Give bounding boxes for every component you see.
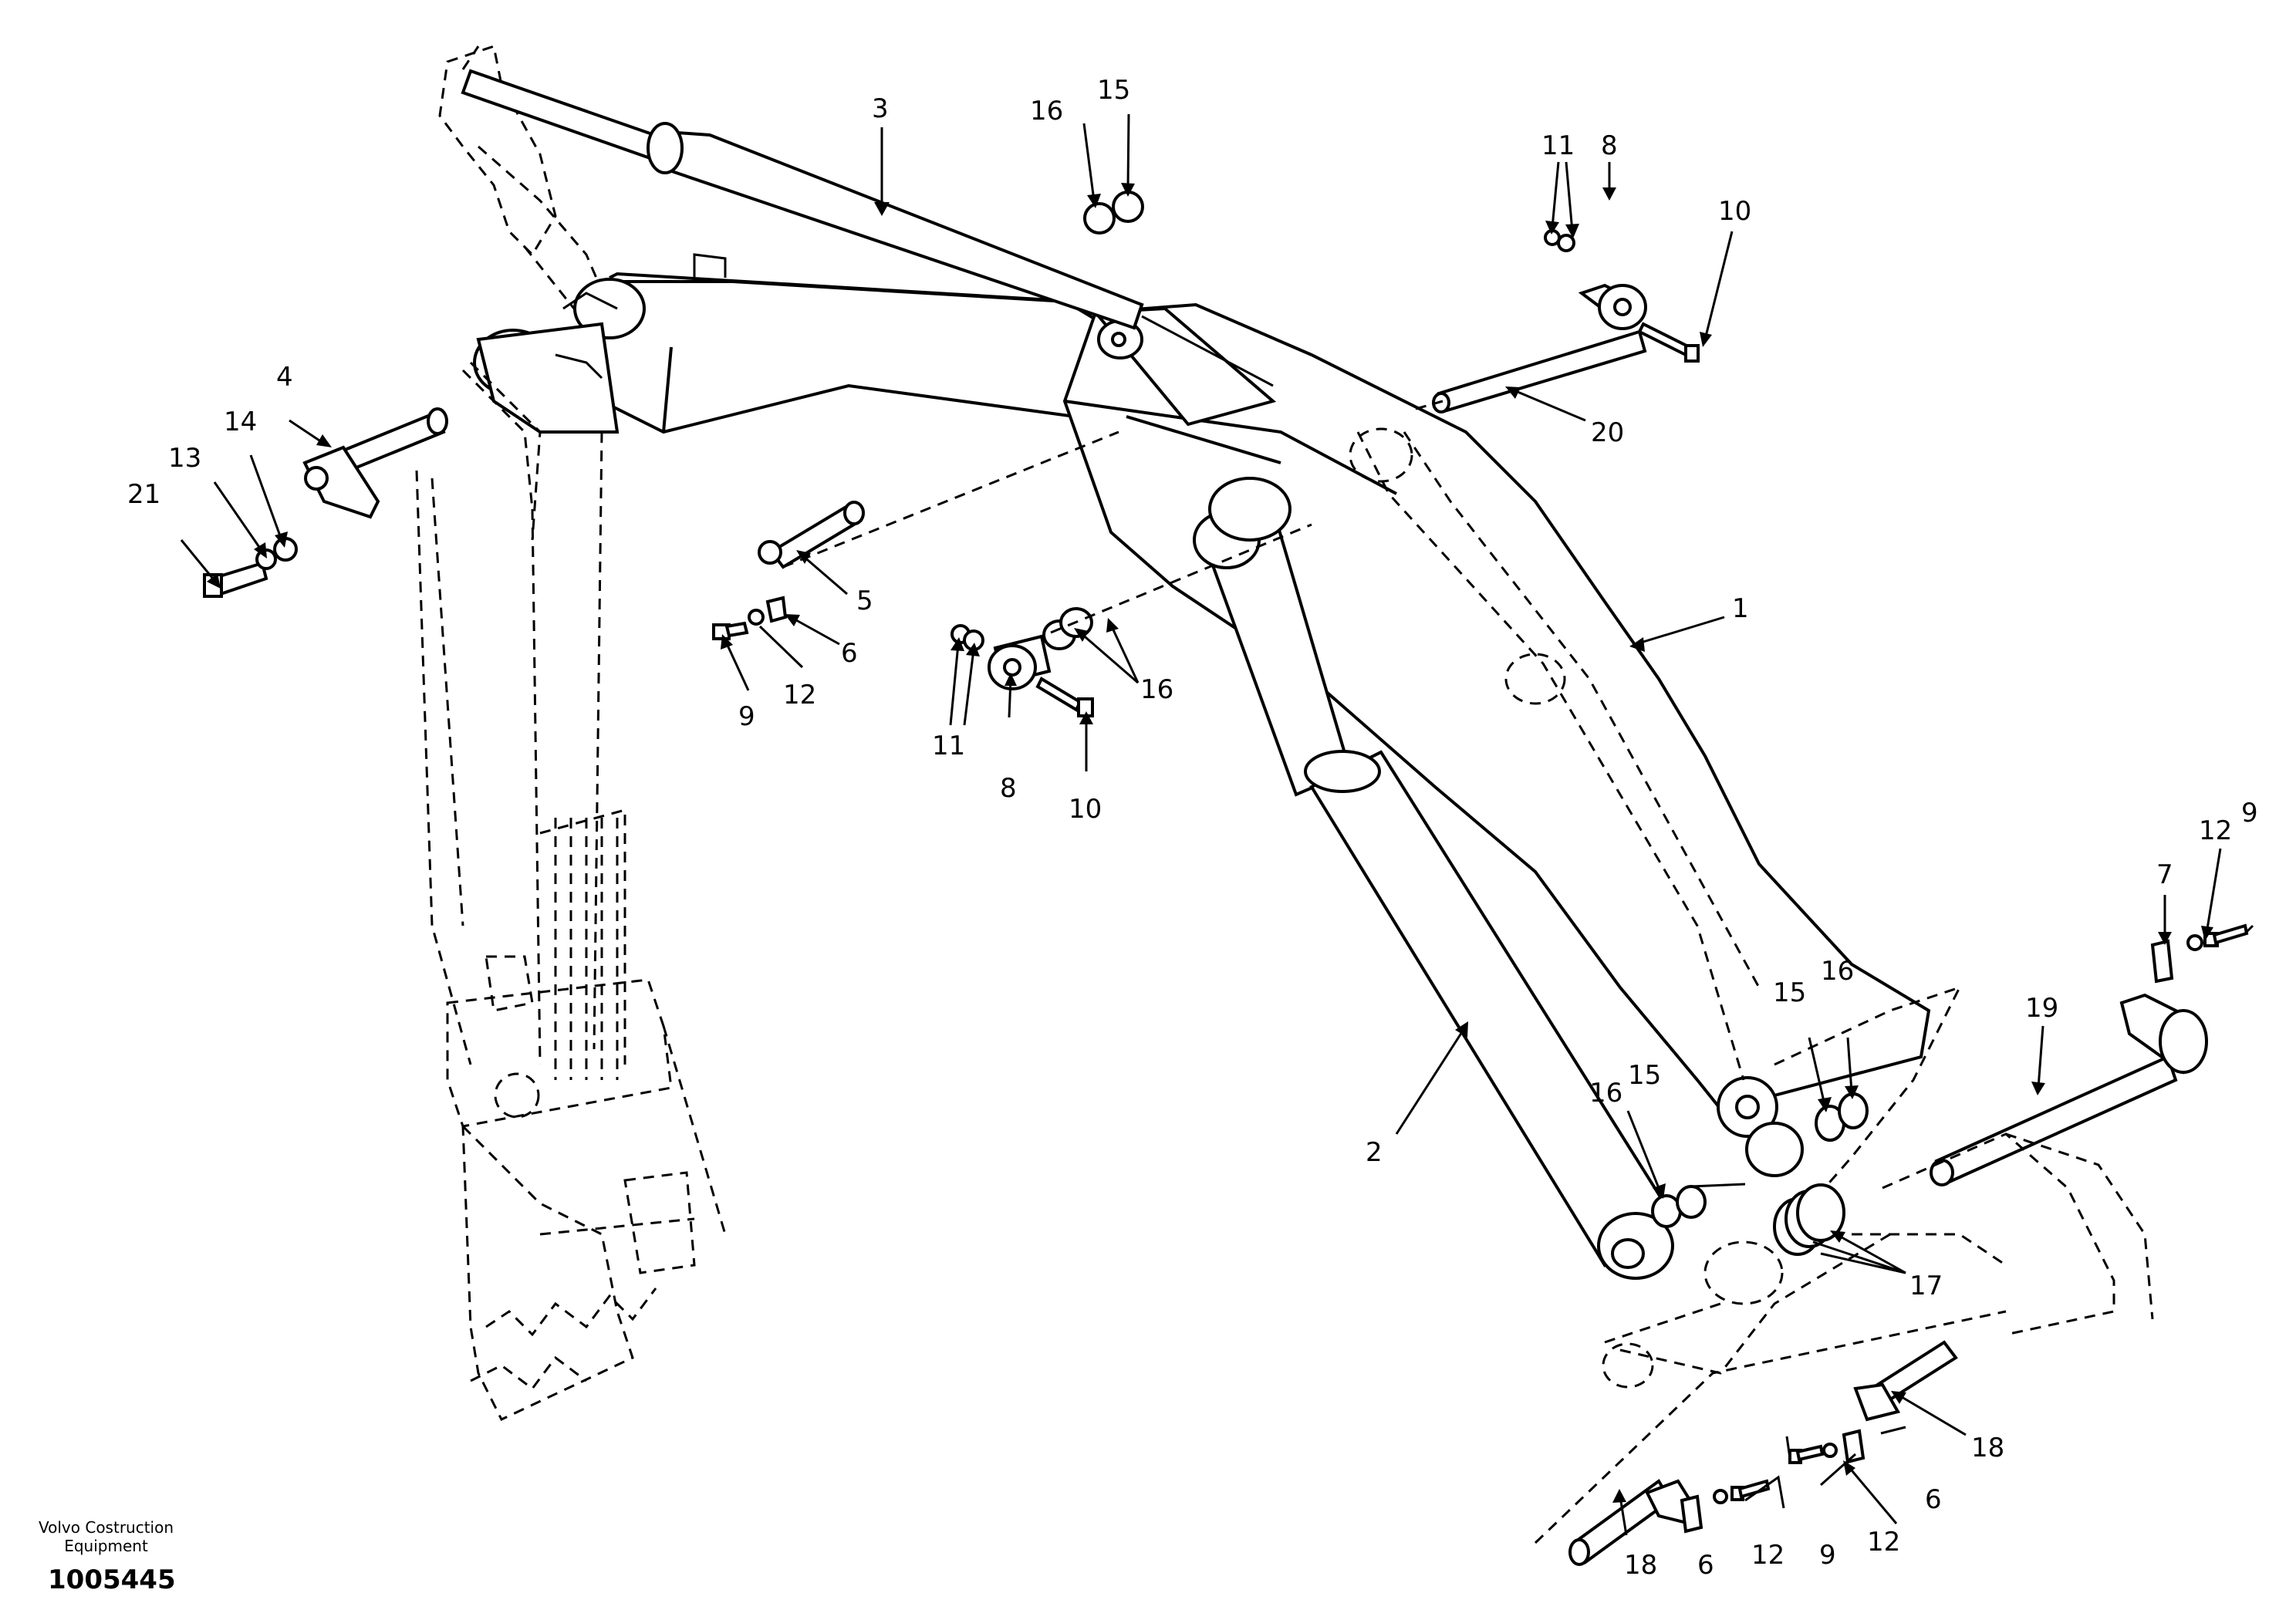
document-number: 1005445 [48,1564,176,1595]
callout-8b: 8 [1000,773,1017,804]
callout-labels: 1 2 3 4 5 6 6 6 7 8 8 9 9 9 10 10 11 11 … [127,75,2258,1581]
callout-15c: 15 [1628,1060,1661,1091]
callout-2: 2 [1366,1137,1383,1168]
boom-cylinder [1193,477,1676,1280]
callout-20: 20 [1591,417,1624,448]
callout-9c: 9 [1819,1540,1836,1571]
callout-18b: 18 [1971,1433,2004,1463]
callout-13: 13 [168,443,201,474]
callout-6c: 6 [1925,1484,1942,1515]
callout-12b: 12 [2199,815,2232,846]
callout-7: 7 [2156,859,2173,890]
callout-17: 17 [1909,1271,1943,1301]
callout-3: 3 [872,93,889,124]
callout-15b: 15 [1773,977,1806,1008]
callout-19: 19 [2025,993,2058,1024]
callout-6b: 6 [1697,1550,1714,1581]
manufacturer-line-1: Volvo Costruction [39,1518,174,1537]
arm-bucket-ghost [415,45,727,1421]
callout-5: 5 [856,586,873,616]
callout-11b: 11 [932,731,965,761]
callout-12c: 12 [1751,1540,1784,1571]
callout-14: 14 [224,407,257,437]
callout-16a: 16 [1030,96,1063,127]
callout-12d: 12 [1867,1527,1900,1558]
manufacturer-line-2: Equipment [64,1537,148,1555]
callout-10a: 10 [1718,196,1751,227]
callout-8a: 8 [1601,130,1618,161]
callout-11a: 11 [1541,130,1575,161]
callout-21: 21 [127,479,160,510]
callout-1: 1 [1732,593,1749,624]
arm-cylinder [461,46,1144,330]
callout-16c: 16 [1821,956,1854,987]
callout-9a: 9 [738,701,755,732]
callout-6a: 6 [841,638,858,669]
manufacturer-name: Volvo Costruction Equipment [39,1518,174,1555]
leader-lines [180,113,2254,1536]
callout-15a: 15 [1097,75,1130,106]
callout-4: 4 [276,362,293,393]
callout-16b: 16 [1140,674,1173,705]
callout-10b: 10 [1069,794,1102,825]
callout-9b: 9 [2241,798,2258,829]
callout-18a: 18 [1624,1550,1657,1581]
callout-12a: 12 [783,680,816,710]
callout-16d: 16 [1589,1078,1622,1109]
hardware [203,191,2249,1566]
